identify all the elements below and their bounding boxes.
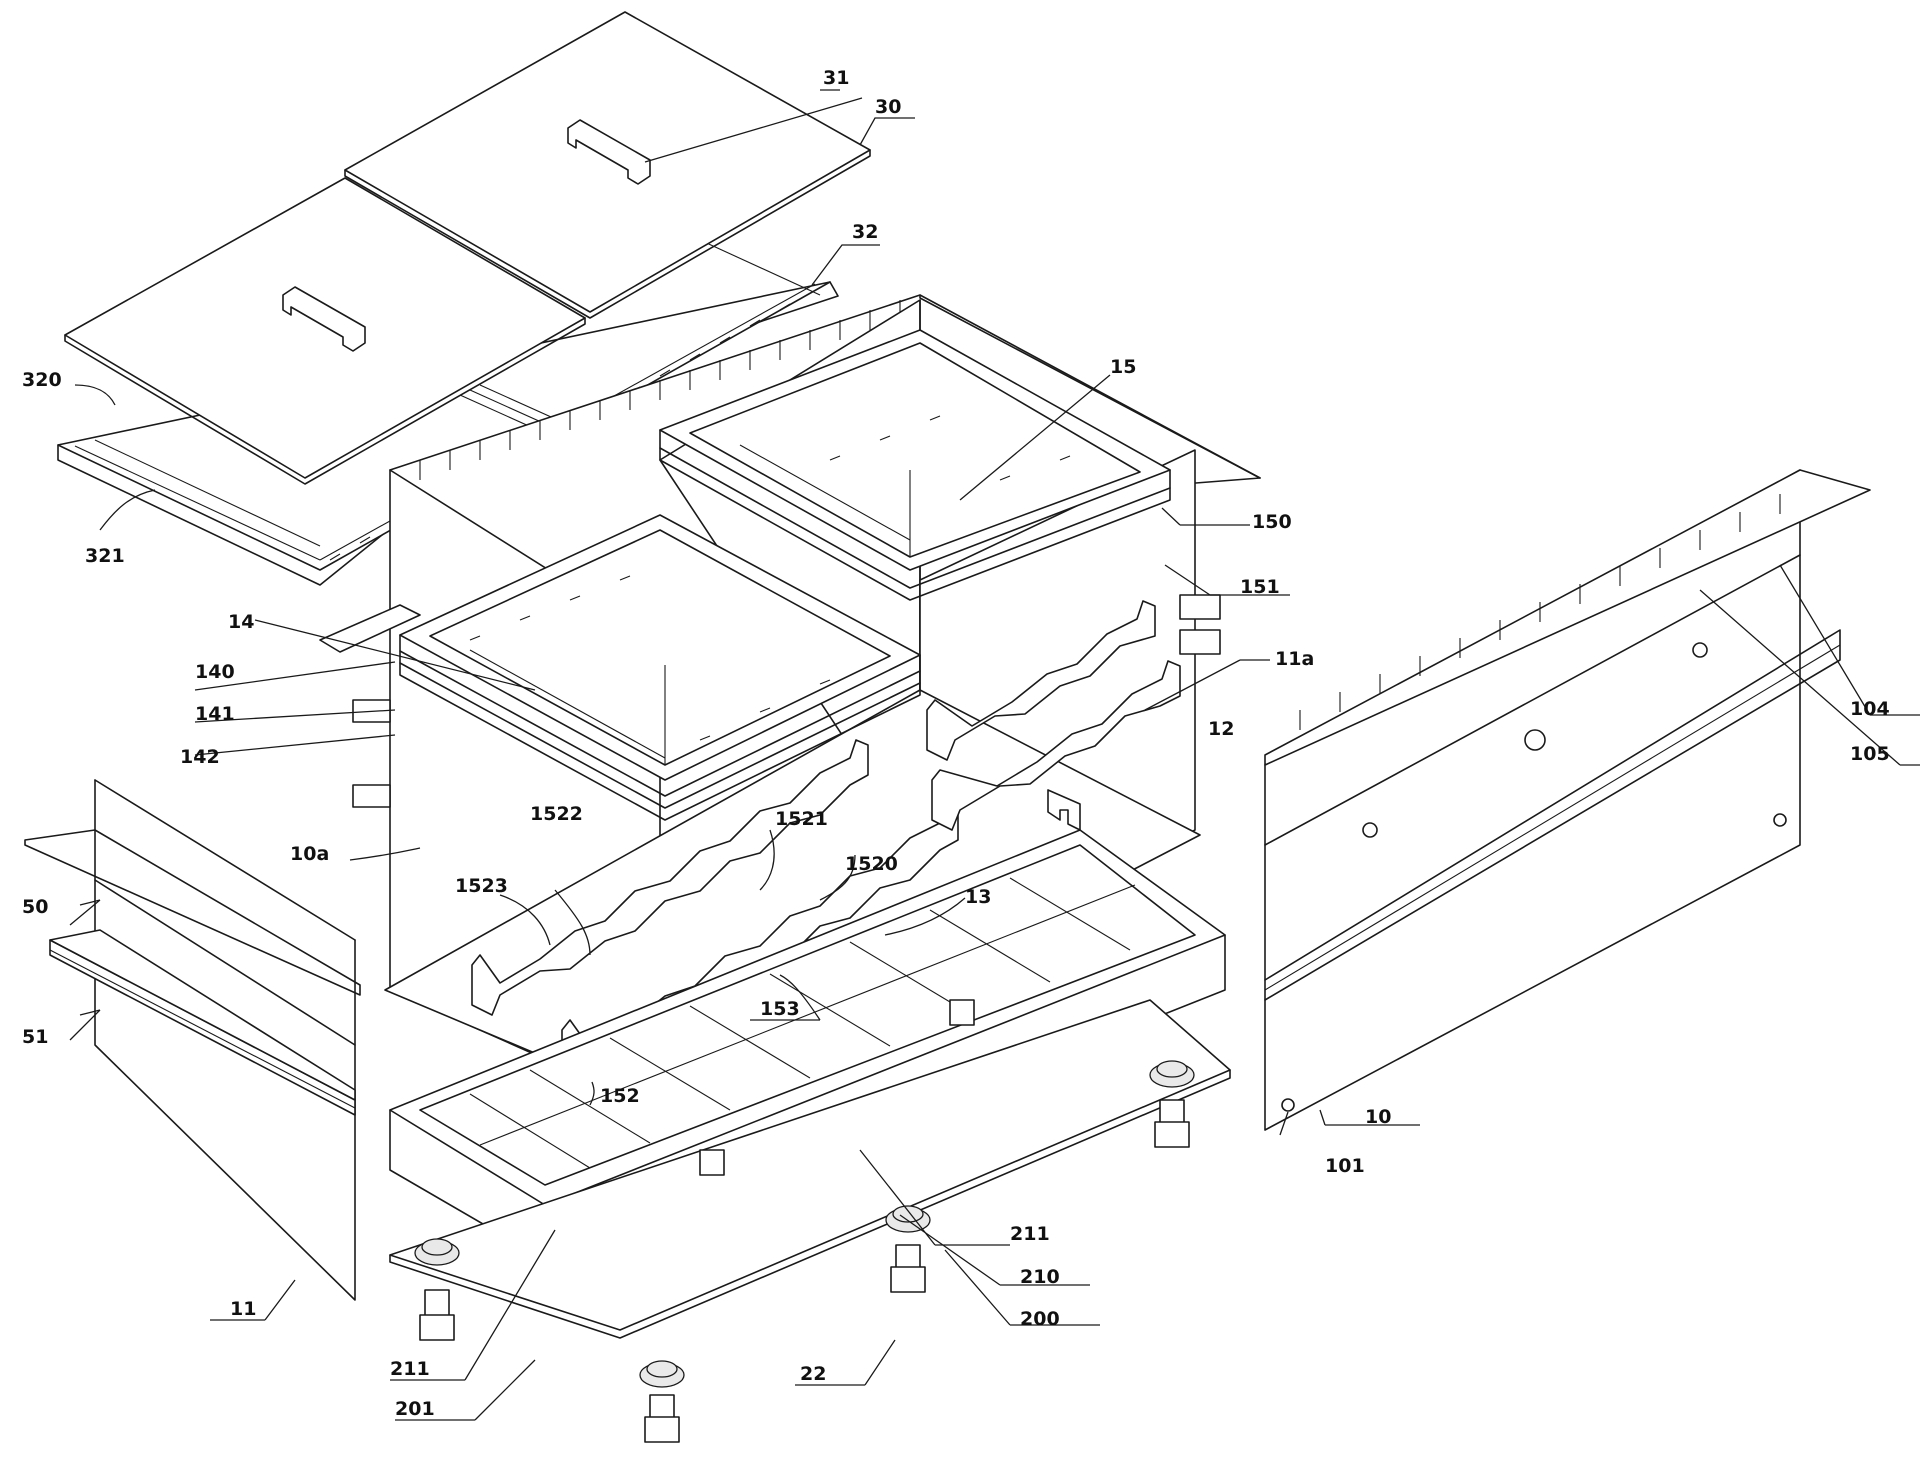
label-105: 105: [1850, 743, 1890, 765]
label-210: 210: [1020, 1266, 1060, 1288]
label-13: 13: [965, 886, 991, 908]
label-1521: 1521: [775, 808, 828, 830]
label-32: 32: [852, 221, 878, 243]
label-10: 10: [1365, 1106, 1391, 1128]
label-140: 140: [195, 661, 235, 683]
label-11a: 11a: [1275, 648, 1314, 670]
label-30: 30: [875, 96, 901, 118]
label-31: 31: [823, 67, 849, 89]
label-12: 12: [1208, 718, 1234, 740]
label-1522: 1522: [530, 803, 583, 825]
label-142: 142: [180, 746, 220, 768]
label-201: 201: [395, 1398, 435, 1420]
label-200: 200: [1020, 1308, 1060, 1330]
label-211-left: 211: [390, 1358, 430, 1380]
label-104: 104: [1850, 698, 1890, 720]
label-11: 11: [230, 1298, 256, 1320]
label-153: 153: [760, 998, 800, 1020]
label-211-right: 211: [1010, 1223, 1050, 1245]
label-10a: 10a: [290, 843, 329, 865]
label-101: 101: [1325, 1155, 1365, 1177]
label-141: 141: [195, 703, 235, 725]
label-321: 321: [85, 545, 125, 567]
label-151: 151: [1240, 576, 1280, 598]
label-152: 152: [600, 1085, 640, 1107]
label-22: 22: [800, 1363, 826, 1385]
label-150: 150: [1252, 511, 1292, 533]
label-1520: 1520: [845, 853, 898, 875]
label-15: 15: [1110, 356, 1136, 378]
side-panel-10: [1265, 470, 1870, 1130]
label-50: 50: [22, 896, 48, 918]
label-320: 320: [22, 369, 62, 391]
label-14: 14: [228, 611, 254, 633]
label-51: 51: [22, 1026, 48, 1048]
label-1523: 1523: [455, 875, 508, 897]
